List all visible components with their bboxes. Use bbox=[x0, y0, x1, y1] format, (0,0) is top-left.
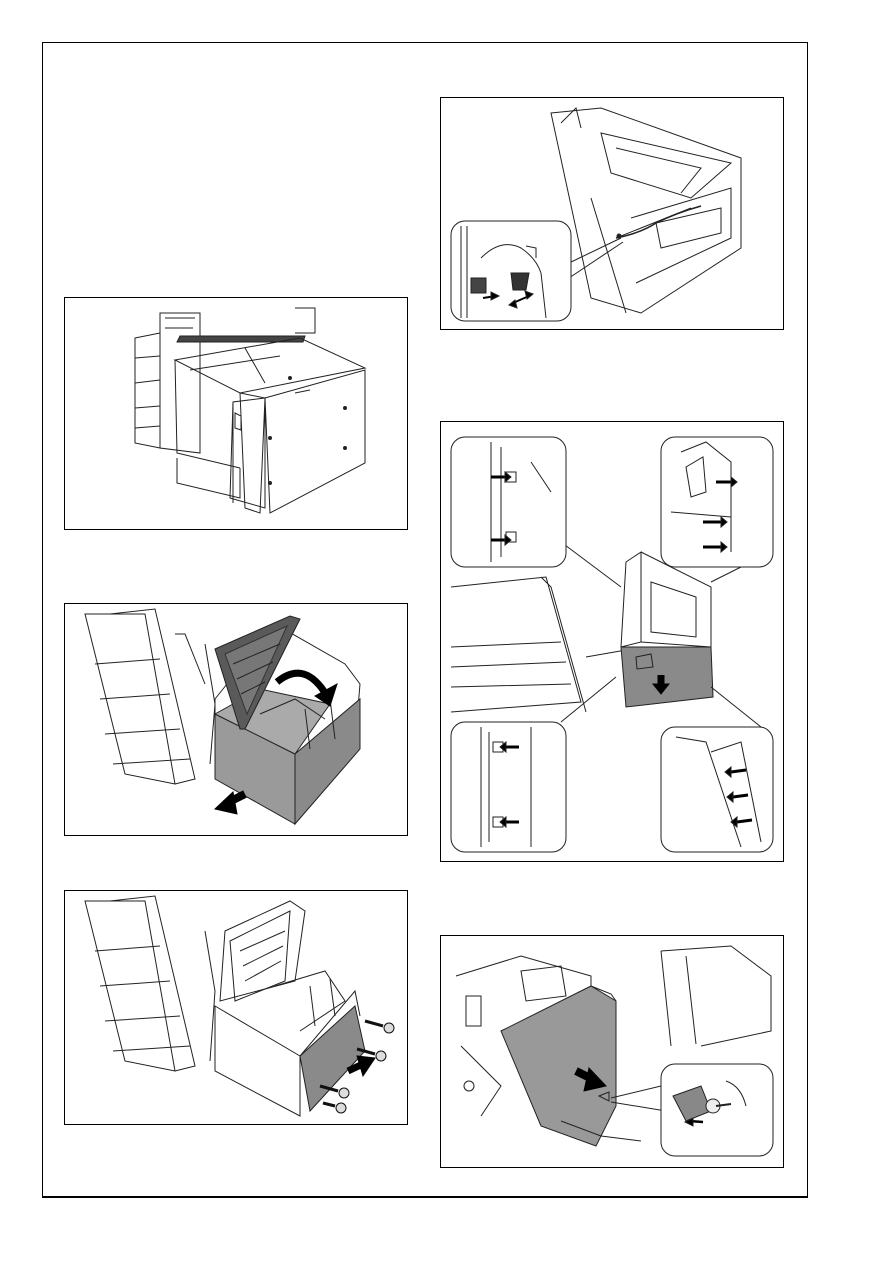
figure-lcc-attached bbox=[64, 297, 408, 530]
open-top-cover-illustration bbox=[65, 604, 408, 836]
figure-detach-unit bbox=[440, 421, 784, 862]
remove-rear-cover-illustration bbox=[441, 936, 784, 1168]
lcc-attached-to-printer-illustration bbox=[65, 298, 408, 530]
figure-remove-screws bbox=[64, 890, 408, 1125]
figure-remove-rear-cover bbox=[440, 935, 784, 1168]
remove-screws-illustration bbox=[65, 891, 408, 1125]
figure-open-cover bbox=[64, 603, 408, 836]
detach-unit-illustration bbox=[441, 422, 784, 862]
footer-rule bbox=[42, 1196, 808, 1198]
disconnect-connectors-illustration bbox=[441, 98, 784, 330]
figure-disconnect-connectors bbox=[440, 97, 784, 330]
